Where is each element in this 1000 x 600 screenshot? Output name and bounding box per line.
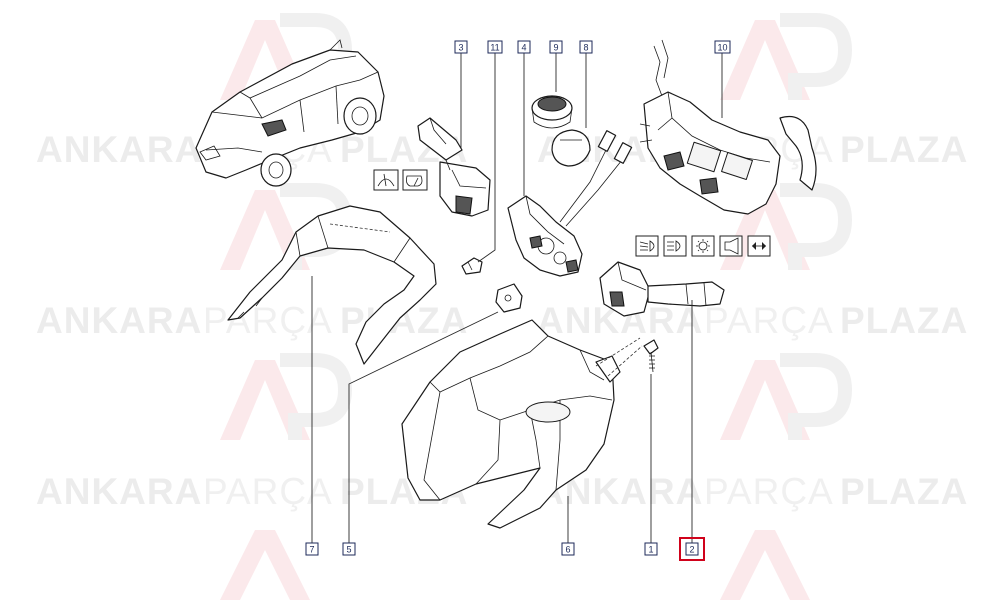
watermark-word-ankara: ANKARA — [36, 471, 202, 512]
part-9-ring — [531, 95, 591, 167]
callout-11-label: 11 — [490, 43, 499, 53]
callout-9[interactable]: 9 — [549, 40, 563, 54]
callout-labels: 3 11 4 9 8 10 7 5 — [305, 40, 731, 561]
callout-2-label: 2 — [689, 545, 694, 555]
part-10-column-assembly — [639, 39, 817, 215]
indicator-icon — [747, 235, 771, 257]
watermark-word-plaza: PLAZA — [840, 471, 968, 512]
callout-3[interactable]: 3 — [454, 40, 468, 54]
callout-7[interactable]: 7 — [305, 542, 319, 556]
leader-lines — [311, 52, 723, 544]
callout-6[interactable]: 6 — [561, 542, 575, 556]
part-6-lower-shroud — [401, 319, 643, 529]
callout-1[interactable]: 1 — [644, 542, 658, 556]
watermark-word-ankara: ANKARA — [36, 300, 202, 341]
part-1-screw — [643, 339, 659, 373]
part-11-clip — [461, 257, 483, 275]
fog-light-icon — [691, 235, 715, 257]
high-beam-icon — [663, 235, 687, 257]
callout-6-label: 6 — [565, 545, 570, 555]
watermark-word-plaza: PLAZA — [840, 129, 968, 170]
callout-9-label: 9 — [553, 43, 558, 53]
watermark-row-1: ANKARA PARÇA PLAZA ANKARA PARÇA PLAZA — [36, 129, 968, 170]
part-2-lighting-stalk — [599, 261, 725, 317]
callout-4-label: 4 — [521, 43, 526, 53]
callout-3-label: 3 — [458, 43, 463, 53]
wiper-symbols — [373, 169, 428, 191]
callout-4[interactable]: 4 — [517, 40, 531, 54]
watermark-word-parca: PARÇA — [704, 471, 834, 512]
part-4-switch-body — [507, 195, 583, 277]
rear-wiper-icon — [402, 169, 428, 191]
car-illustration — [195, 39, 385, 187]
light-symbols — [635, 235, 771, 257]
highlight-frame — [679, 537, 705, 561]
low-beam-icon — [635, 235, 659, 257]
part-7-upper-shroud — [227, 205, 437, 365]
part-3-wiper-stalk — [417, 117, 491, 217]
watermark-word-parca: PARÇA — [203, 471, 333, 512]
callout-10[interactable]: 10 — [714, 40, 731, 54]
watermark-word-parca: PARÇA — [203, 300, 333, 341]
watermark-row-3: ANKARA PARÇA PLAZA ANKARA PARÇA PLAZA — [36, 471, 968, 512]
callout-5-label: 5 — [346, 545, 351, 555]
callout-8-label: 8 — [583, 43, 588, 53]
watermark-row-2: ANKARA PARÇA PLAZA ANKARA PARÇA PLAZA — [36, 300, 968, 341]
watermark-word-parca: PARÇA — [704, 300, 834, 341]
front-wiper-icon — [373, 169, 399, 191]
callout-10-label: 10 — [717, 43, 727, 53]
watermark-word-ankara: ANKARA — [36, 129, 202, 170]
callout-5[interactable]: 5 — [342, 542, 356, 556]
callout-2-highlighted[interactable]: 2 — [679, 537, 705, 561]
callout-7-label: 7 — [309, 545, 314, 555]
part-8-wire-harness — [559, 130, 633, 227]
callout-1-label: 1 — [648, 545, 653, 555]
horn-icon — [719, 235, 743, 257]
callout-11[interactable]: 11 — [487, 40, 503, 54]
part-5-clip — [495, 283, 523, 313]
watermark-word-plaza: PLAZA — [840, 300, 968, 341]
callout-8[interactable]: 8 — [579, 40, 593, 54]
